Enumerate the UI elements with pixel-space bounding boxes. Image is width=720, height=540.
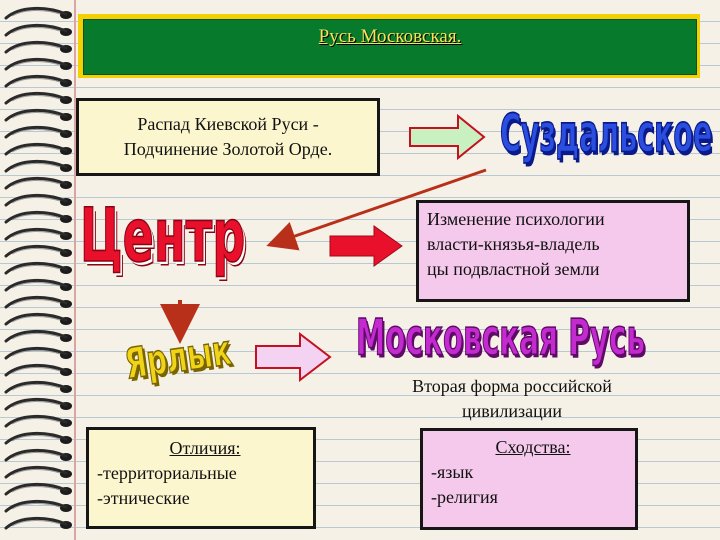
block-arrow-to-suzdal bbox=[409, 113, 486, 161]
spiral-coil bbox=[4, 193, 72, 207]
box-kievan-decay-line2: Подчинение Золотой Орде. bbox=[123, 139, 333, 159]
similarities-line2: -религия bbox=[431, 487, 498, 507]
connector-suzdal-to-center bbox=[266, 168, 487, 251]
block-arrow-to-moscow bbox=[255, 331, 332, 383]
box-psychology-change: Изменение психологии власти-князья-владе… bbox=[416, 200, 690, 302]
similarities-line1: -язык bbox=[431, 462, 474, 482]
spiral-coil bbox=[4, 482, 72, 496]
differences-line2: -этнические bbox=[97, 488, 190, 508]
spiral-coil bbox=[4, 397, 72, 411]
title-banner-inner: Русь Московская. bbox=[83, 19, 697, 75]
spiral-coil bbox=[4, 329, 72, 343]
differences-line1: -территориальные bbox=[97, 463, 237, 483]
spiral-binding bbox=[4, 6, 72, 530]
spiral-coil bbox=[4, 312, 72, 326]
box-psychology-line3: цы подвластной земли bbox=[427, 259, 600, 279]
box-psychology-line2: власти-князья-владель bbox=[427, 234, 600, 254]
box-psychology-line1: Изменение психологии bbox=[427, 209, 605, 229]
second-form-caption: Вторая форма российской цивилизации bbox=[352, 374, 672, 424]
spiral-coil bbox=[4, 176, 72, 190]
spiral-coil bbox=[4, 414, 72, 428]
spiral-coil bbox=[4, 516, 72, 530]
wordart-suzdal: Суздальское bbox=[500, 103, 713, 166]
spiral-coil bbox=[4, 346, 72, 360]
spiral-coil bbox=[4, 108, 72, 122]
page-title: Русь Московская. bbox=[318, 26, 462, 47]
box-kievan-decay: Распад Киевской Руси - Подчинение Золото… bbox=[76, 98, 380, 176]
spiral-coil bbox=[4, 6, 72, 20]
notebook-margin-line bbox=[74, 0, 76, 540]
wordart-center: Центр bbox=[79, 191, 246, 279]
spiral-coil bbox=[4, 261, 72, 275]
spiral-coil bbox=[4, 40, 72, 54]
second-form-line2: цивилизации bbox=[461, 401, 562, 421]
spiral-coil bbox=[4, 448, 72, 462]
spiral-coil bbox=[4, 278, 72, 292]
wordart-moscow-rus: Московская Русь bbox=[356, 307, 646, 367]
spiral-coil bbox=[4, 499, 72, 513]
spiral-coil bbox=[4, 210, 72, 224]
spiral-coil bbox=[4, 159, 72, 173]
spiral-coil bbox=[4, 380, 72, 394]
differences-heading: Отличия: bbox=[169, 438, 241, 458]
box-kievan-decay-line1: Распад Киевской Руси - bbox=[137, 114, 319, 134]
title-banner: Русь Московская. bbox=[78, 14, 700, 78]
spiral-coil bbox=[4, 23, 72, 37]
spiral-coil bbox=[4, 142, 72, 156]
spiral-coil bbox=[4, 465, 72, 479]
spiral-coil bbox=[4, 91, 72, 105]
box-differences: Отличия: -территориальные -этнические bbox=[86, 427, 316, 529]
second-form-line1: Вторая форма российской bbox=[412, 376, 612, 396]
spiral-coil bbox=[4, 125, 72, 139]
block-arrow-to-psychology bbox=[329, 225, 403, 267]
spiral-coil bbox=[4, 363, 72, 377]
spiral-coil bbox=[4, 74, 72, 88]
spiral-coil bbox=[4, 295, 72, 309]
spiral-coil bbox=[4, 244, 72, 258]
spiral-coil bbox=[4, 431, 72, 445]
spiral-coil bbox=[4, 227, 72, 241]
box-similarities: Сходства: -язык -религия bbox=[420, 428, 638, 530]
spiral-coil bbox=[4, 57, 72, 71]
similarities-heading: Сходства: bbox=[495, 437, 571, 457]
